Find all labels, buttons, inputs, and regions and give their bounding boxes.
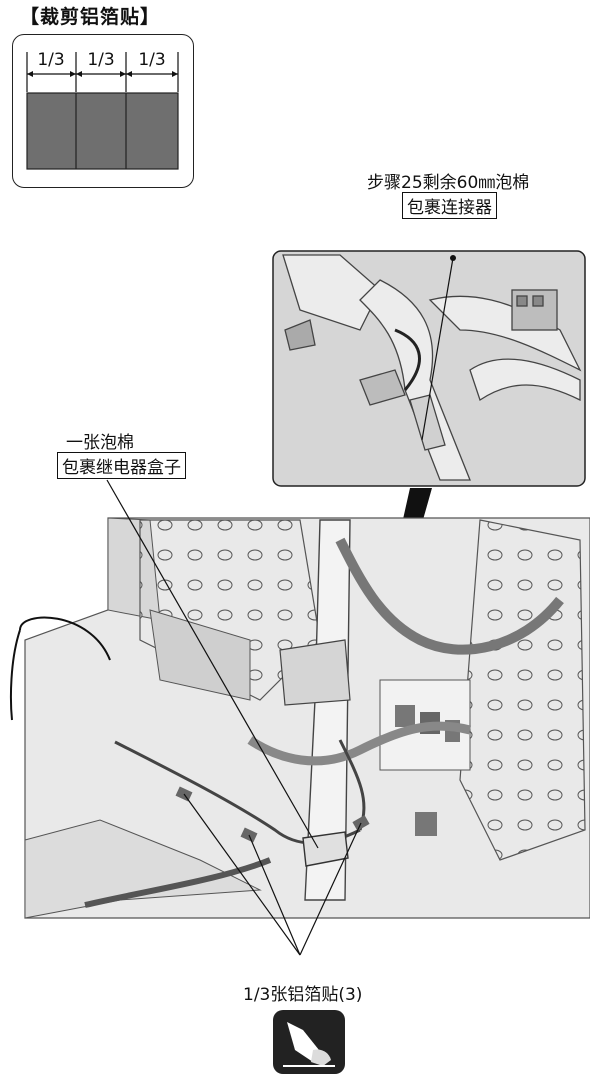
connector-callout-line2: 包裹连接器 — [402, 192, 497, 219]
hand-press-icon — [273, 1010, 345, 1074]
fraction-label-1: 1/3 — [37, 50, 65, 70]
foil-callout-label: 1/3张铝箔贴(3) — [243, 985, 363, 1005]
relay-callout-line1: 一张泡棉 — [66, 433, 134, 453]
connector-callout-line1: 步骤25剩余60㎜泡棉 — [367, 173, 530, 193]
fraction-label-2: 1/3 — [87, 50, 115, 70]
page-title: 【裁剪铝箔贴】 — [20, 6, 161, 28]
relay-callout-line2: 包裹继电器盒子 — [57, 452, 186, 479]
fraction-label-3: 1/3 — [138, 50, 166, 70]
